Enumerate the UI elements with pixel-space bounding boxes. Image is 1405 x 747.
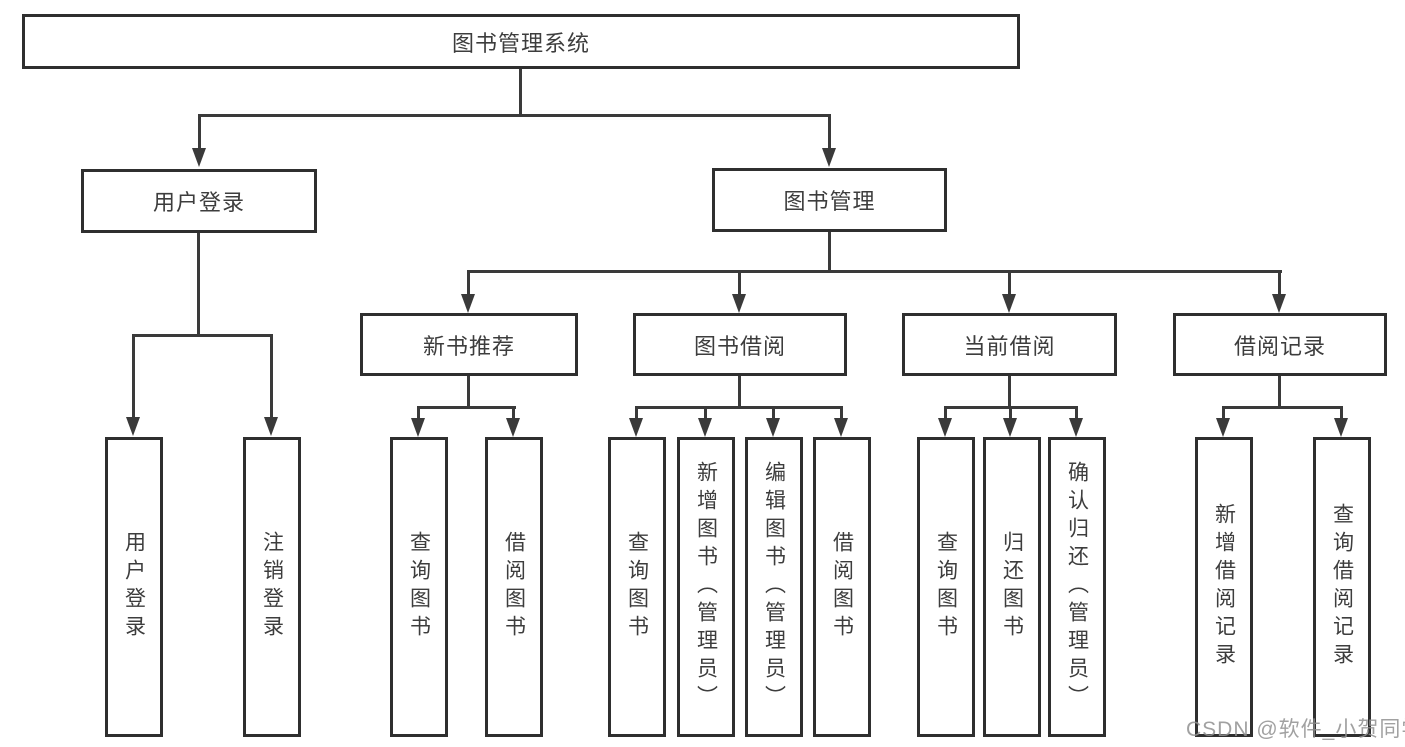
connector-drop-current-borrow [1008, 270, 1011, 296]
arrowhead-borrow-record [1272, 294, 1286, 313]
leaf-query-borrow-record: 查询借阅记录 [1313, 437, 1371, 737]
connector-book-mgmt-stem [828, 232, 831, 272]
leaf-query-book-1: 查询图书 [390, 437, 448, 737]
connector-drop-borrow1 [512, 406, 515, 420]
connector-drop-borrow2 [840, 406, 843, 420]
connector-new-book-stem [467, 376, 470, 408]
leaf-edit-book-admin: 编辑图书（管理员） [745, 437, 803, 737]
connector-drop-book-borrow [738, 270, 741, 296]
connector-drop-new-book [467, 270, 470, 296]
node-book-management: 图书管理 [712, 168, 947, 232]
arrowhead-query3 [938, 418, 952, 437]
connector-drop-return-book [1009, 406, 1012, 420]
leaf-borrow-book-1: 借阅图书 [485, 437, 543, 737]
connector-current-borrow-stem [1008, 376, 1011, 408]
arrowhead-borrow2 [834, 418, 848, 437]
node-book-borrow: 图书借阅 [633, 313, 847, 376]
arrowhead-add-book [698, 418, 712, 437]
arrowhead-confirm-return [1069, 418, 1083, 437]
node-user-login: 用户登录 [81, 169, 317, 233]
arrowhead-book-borrow [732, 294, 746, 313]
connector-book-borrow-rail [635, 406, 843, 409]
connector-drop-edit-book [772, 406, 775, 420]
arrowhead-query-record [1334, 418, 1348, 437]
leaf-borrow-book-2: 借阅图书 [813, 437, 871, 737]
arrowhead-add-record [1216, 418, 1230, 437]
connector-user-login-stem [197, 233, 200, 336]
arrowhead-edit-book [766, 418, 780, 437]
node-root-library-system: 图书管理系统 [22, 14, 1020, 69]
leaf-logout: 注销登录 [243, 437, 301, 737]
leaf-confirm-return-admin: 确认归还（管理员） [1048, 437, 1106, 737]
arrowhead-user-login [192, 148, 206, 167]
connector-book-borrow-stem [738, 376, 741, 408]
connector-drop-query1 [417, 406, 420, 420]
connector-drop-book-mgmt [828, 114, 831, 150]
leaf-user-login: 用户登录 [105, 437, 163, 737]
connector-borrow-record-stem [1278, 376, 1281, 408]
arrowhead-leaf-logout [264, 417, 278, 436]
connector-new-book-rail [417, 406, 516, 409]
node-new-book-recommend: 新书推荐 [360, 313, 578, 376]
node-borrow-record: 借阅记录 [1173, 313, 1387, 376]
arrowhead-current-borrow [1002, 294, 1016, 313]
csdn-watermark: CSDN @软件_小贺同学 [1186, 718, 1405, 741]
leaf-query-book-3: 查询图书 [917, 437, 975, 737]
arrowhead-query1 [411, 418, 425, 437]
connector-level2-rail [198, 114, 831, 117]
arrowhead-query2 [629, 418, 643, 437]
connector-drop-query2 [635, 406, 638, 420]
connector-drop-add-record [1222, 406, 1225, 420]
connector-drop-confirm-return [1075, 406, 1078, 420]
connector-user-login-rail [132, 334, 273, 337]
arrowhead-book-mgmt [822, 148, 836, 167]
connector-drop-leaf-logout [270, 334, 273, 419]
leaf-query-book-2: 查询图书 [608, 437, 666, 737]
leaf-add-book-admin: 新增图书（管理员） [677, 437, 735, 737]
leaf-return-book: 归还图书 [983, 437, 1041, 737]
connector-drop-add-book [704, 406, 707, 420]
connector-root-stem [519, 69, 522, 115]
connector-drop-query3 [944, 406, 947, 420]
connector-drop-user-login [198, 114, 201, 150]
node-current-borrow: 当前借阅 [902, 313, 1117, 376]
connector-borrow-record-rail [1222, 406, 1343, 409]
connector-drop-leaf-login [132, 334, 135, 419]
connector-drop-query-record [1340, 406, 1343, 420]
leaf-add-borrow-record: 新增借阅记录 [1195, 437, 1253, 737]
arrowhead-new-book [461, 294, 475, 313]
arrowhead-borrow1 [506, 418, 520, 437]
connector-level3-rail [468, 270, 1282, 273]
arrowhead-return-book [1003, 418, 1017, 437]
connector-drop-borrow-record [1278, 270, 1281, 296]
arrowhead-leaf-login [126, 417, 140, 436]
